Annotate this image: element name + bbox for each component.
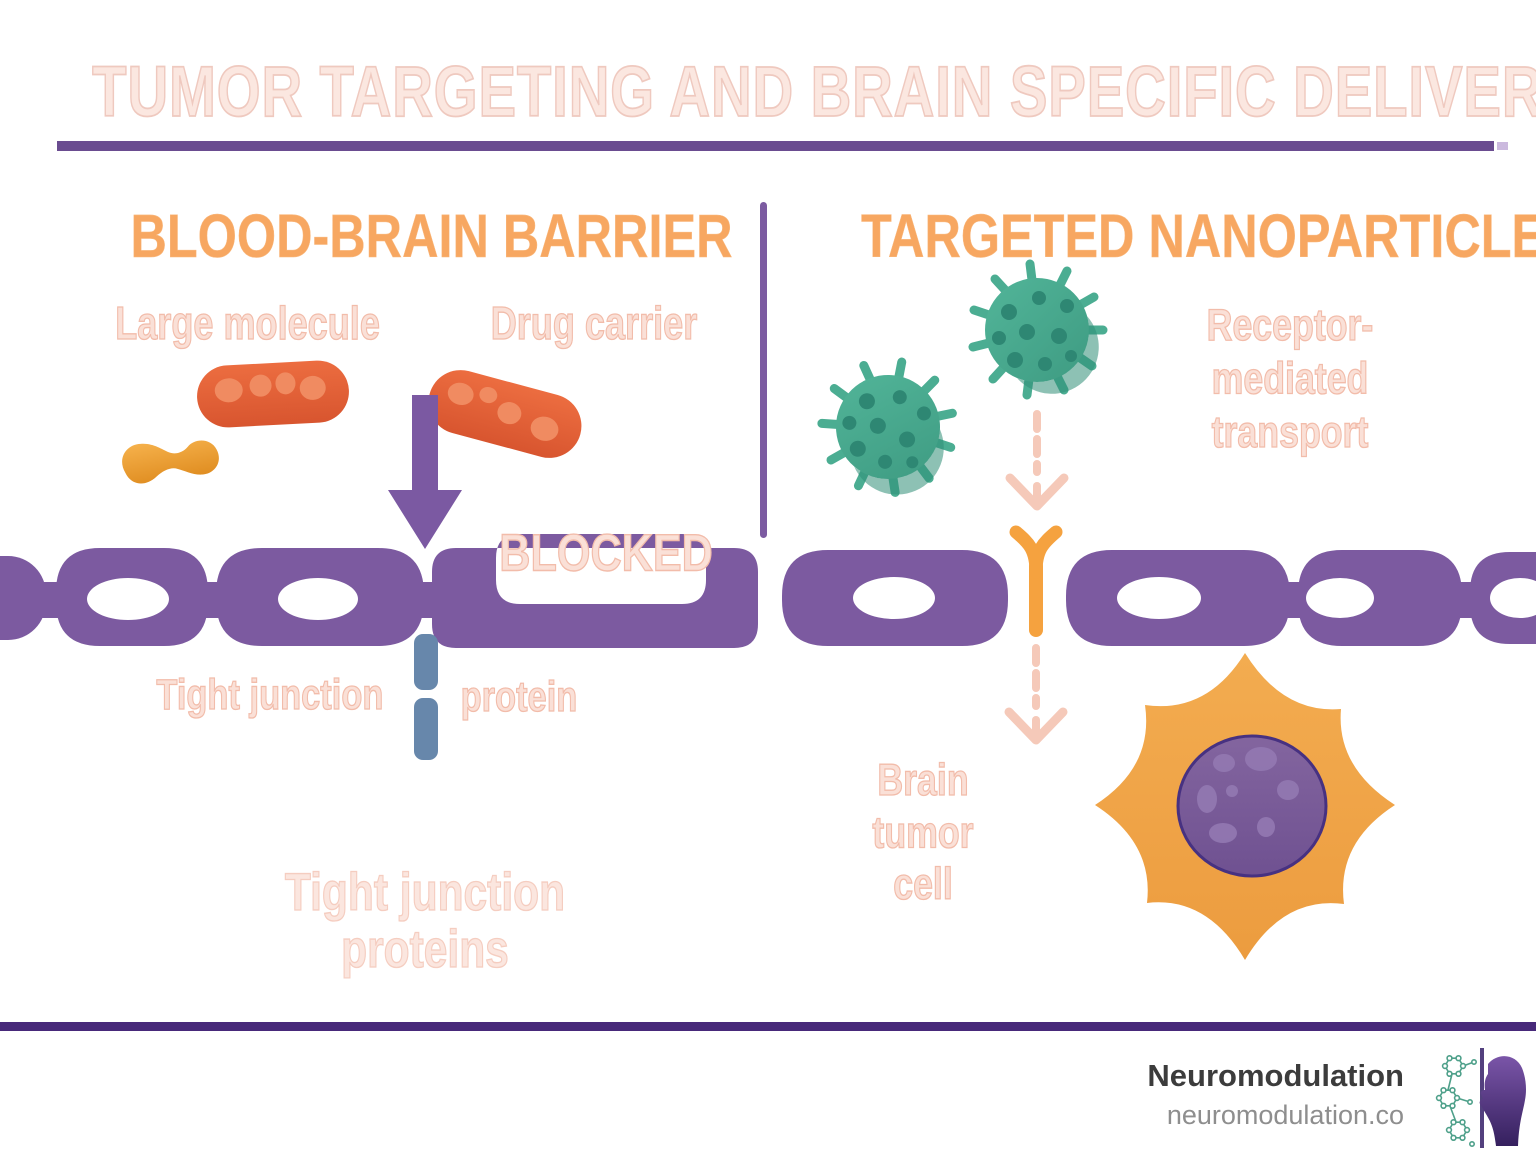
large-molecule-label: Large molecule	[115, 297, 381, 350]
footer-rule	[0, 1022, 1536, 1031]
brand-logo	[1435, 1048, 1526, 1148]
membrane-cell	[56, 548, 208, 646]
cell-junction	[42, 582, 60, 618]
caption-line1: Tight junction	[284, 862, 566, 922]
large-molecule-icon	[197, 360, 349, 428]
drug-carrier-label: Drug carrier	[490, 297, 698, 350]
membrane-cell	[1470, 552, 1536, 644]
drug-carrier-icon	[428, 370, 582, 458]
brain-tumor-cell-label: Brain tumor cell	[842, 754, 1004, 910]
membrane-cell	[0, 556, 46, 640]
cell-junction	[1286, 582, 1302, 618]
molecule-graphic	[1435, 1054, 1477, 1148]
nanoparticle-icon	[807, 344, 971, 509]
left-section-header: BLOOD-BRAIN BARRIER	[130, 201, 733, 271]
small-molecule-icon	[122, 440, 219, 484]
blocked-arrow-icon	[388, 395, 462, 549]
protein-label: protein	[460, 671, 578, 720]
title-underline-tick	[1497, 142, 1508, 150]
receptor-label-line2: mediated transport	[1211, 353, 1369, 458]
nucleus-patches	[1197, 747, 1299, 843]
membrane-cell-notched	[432, 534, 758, 648]
tight-junction-label: Tight junction	[156, 669, 384, 718]
tumor-label-line2: tumor cell	[872, 806, 974, 909]
logo-divider-line	[1480, 1048, 1484, 1148]
page-title: TUMOR TARGETING AND BRAIN SPECIFIC DELIV…	[91, 50, 1536, 133]
receptor-icon	[1009, 525, 1063, 637]
title-underline	[57, 141, 1494, 151]
membrane-cell	[782, 550, 1008, 646]
transport-arrow-icon	[1009, 648, 1063, 740]
page-title-text: TUMOR TARGETING AND BRAIN SPECIFIC DELIV…	[91, 50, 1536, 132]
section-divider	[760, 202, 767, 538]
nanoparticle-icon	[973, 264, 1103, 395]
cell-junction	[204, 582, 220, 618]
right-section-header: TARGETED NANOPARTICLES	[861, 201, 1536, 271]
membrane-cell	[1298, 550, 1462, 646]
receptor-transport-label: Receptor- mediated transport	[1154, 298, 1426, 459]
tumor-label-line1: Brain	[877, 754, 969, 805]
transport-arrow-icon	[1010, 414, 1064, 506]
membrane-cell	[216, 548, 424, 646]
cell-junction	[1458, 582, 1474, 618]
brand-name: Neuromodulation	[1147, 1058, 1404, 1093]
tumor-cell-icon	[1095, 653, 1395, 960]
head-profile-graphic	[1479, 1056, 1526, 1146]
brand-website: neuromodulation.co	[1166, 1100, 1404, 1130]
cell-junction	[420, 582, 436, 618]
tight-junction-protein-icon	[414, 634, 438, 760]
tight-junction-proteins-caption: Tight junction proteins	[276, 862, 574, 979]
membrane-cell	[1066, 550, 1290, 646]
blocked-label: BLOCKED	[499, 524, 714, 583]
membrane	[0, 534, 1536, 648]
caption-line2: proteins	[341, 919, 510, 979]
receptor-label-line1: Receptor-	[1206, 299, 1374, 350]
